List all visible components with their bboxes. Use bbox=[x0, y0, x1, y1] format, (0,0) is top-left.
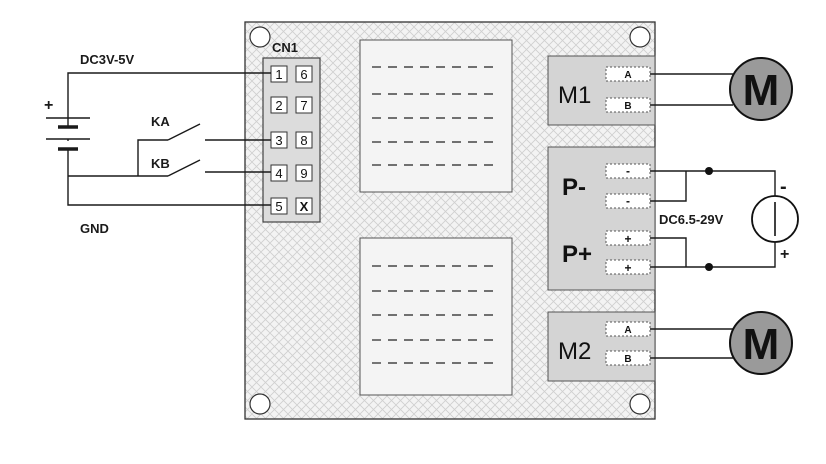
m1-label: M1 bbox=[558, 82, 591, 109]
pin-9-label: 9 bbox=[300, 166, 307, 181]
junction-bottom bbox=[705, 263, 713, 271]
motor-1-symbol: M bbox=[743, 66, 780, 115]
m2-terminal-a: A bbox=[624, 325, 631, 336]
power-port: P- P+ - - + + bbox=[547, 146, 656, 291]
source-voltage-label: DC6.5-29V bbox=[659, 212, 724, 227]
source-minus-sign: - bbox=[780, 176, 787, 198]
power-source-wiring: DC6.5-29V - + bbox=[650, 167, 799, 271]
pin-3-label: 3 bbox=[275, 133, 282, 148]
power-terminal-3: + bbox=[624, 232, 631, 246]
source-plus-sign: + bbox=[780, 246, 789, 263]
m1-terminal-b: B bbox=[624, 101, 631, 112]
pin-7-label: 7 bbox=[300, 98, 307, 113]
ground-label: GND bbox=[80, 221, 109, 236]
m2-label: M2 bbox=[558, 338, 591, 365]
motor-2: M bbox=[729, 311, 793, 375]
power-terminal-4: + bbox=[624, 261, 631, 275]
pin-5-label: 5 bbox=[275, 199, 282, 214]
junction-top bbox=[705, 167, 713, 175]
pin-4-label: 4 bbox=[275, 166, 282, 181]
mounting-hole-br bbox=[629, 393, 651, 415]
chip-lower bbox=[359, 237, 513, 396]
pin-1-label: 1 bbox=[275, 67, 282, 82]
chip-upper bbox=[359, 39, 513, 193]
pin-8-label: 8 bbox=[300, 133, 307, 148]
motor-port-m1: M1 A B bbox=[547, 55, 656, 126]
mounting-hole-tr bbox=[629, 26, 651, 48]
switch-ka-label: KA bbox=[151, 114, 170, 129]
mounting-hole-tl bbox=[249, 26, 271, 48]
switch-kb-label: KB bbox=[151, 156, 170, 171]
power-terminal-1: - bbox=[626, 164, 630, 178]
pin-6-label: 6 bbox=[300, 67, 307, 82]
motor-2-symbol: M bbox=[743, 320, 780, 369]
power-terminal-2: - bbox=[626, 194, 630, 208]
motor-port-m2: M2 A B bbox=[547, 311, 656, 382]
power-plus-label: P+ bbox=[562, 241, 592, 268]
supply-label: DC3V-5V bbox=[80, 52, 135, 67]
battery-plus-sign: + bbox=[44, 97, 53, 114]
pin-x-label: X bbox=[300, 199, 309, 214]
mounting-hole-bl bbox=[249, 393, 271, 415]
logic-supply-wiring: DC3V-5V + GND KA KB bbox=[44, 52, 271, 236]
switch-kb bbox=[167, 159, 201, 177]
m1-terminal-a: A bbox=[624, 70, 631, 81]
pin-2-label: 2 bbox=[275, 98, 282, 113]
connector-pins: 1 2 3 4 5 6 7 8 9 X bbox=[270, 65, 313, 215]
m2-terminal-b: B bbox=[624, 354, 631, 365]
motor-wiring bbox=[650, 73, 733, 359]
switch-ka bbox=[167, 123, 201, 141]
motor-1: M bbox=[729, 57, 793, 121]
power-minus-label: P- bbox=[562, 174, 586, 201]
connector-name: CN1 bbox=[272, 40, 298, 55]
